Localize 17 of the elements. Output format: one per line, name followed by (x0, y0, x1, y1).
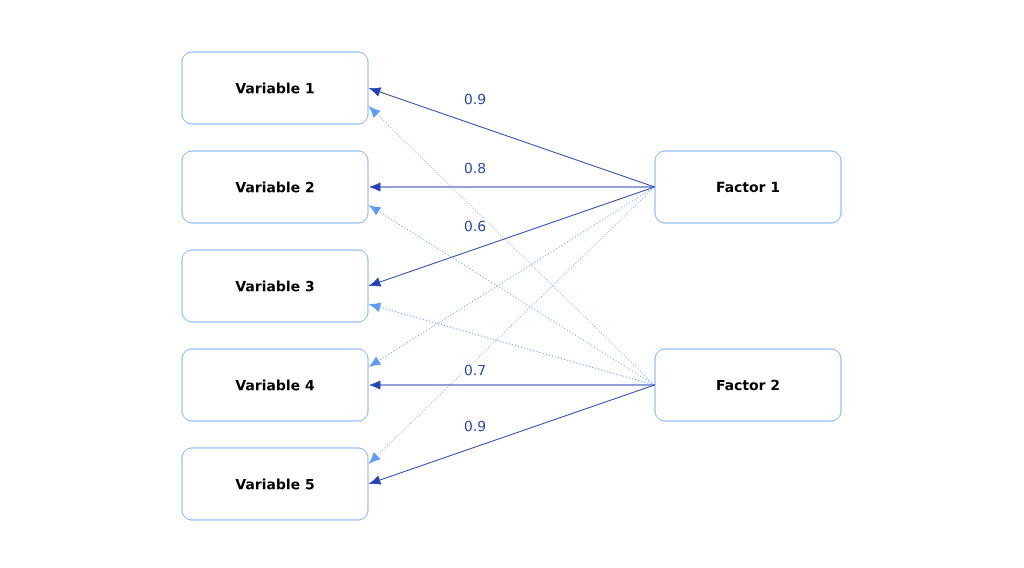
arrow (369, 182, 656, 192)
variable-box: Variable 3 (181, 249, 369, 323)
variable-box: Factor 1 (654, 150, 842, 224)
variable-box: Variable 2 (181, 150, 369, 224)
edge-label: 0.8 (462, 161, 488, 175)
edge-label: 0.9 (462, 92, 488, 106)
variable-box: Factor 2 (654, 348, 842, 422)
variable-box: Variable 5 (181, 447, 369, 521)
arrow (369, 186, 656, 464)
arrow (369, 380, 656, 390)
variable-box: Variable 1 (181, 51, 369, 125)
variable-box: Variable 4 (181, 348, 369, 422)
edge-label: 0.9 (462, 419, 488, 433)
arrow (369, 384, 656, 485)
edge-label: 0.7 (462, 363, 488, 377)
arrow (369, 186, 656, 287)
edge-label: 0.6 (462, 219, 488, 233)
